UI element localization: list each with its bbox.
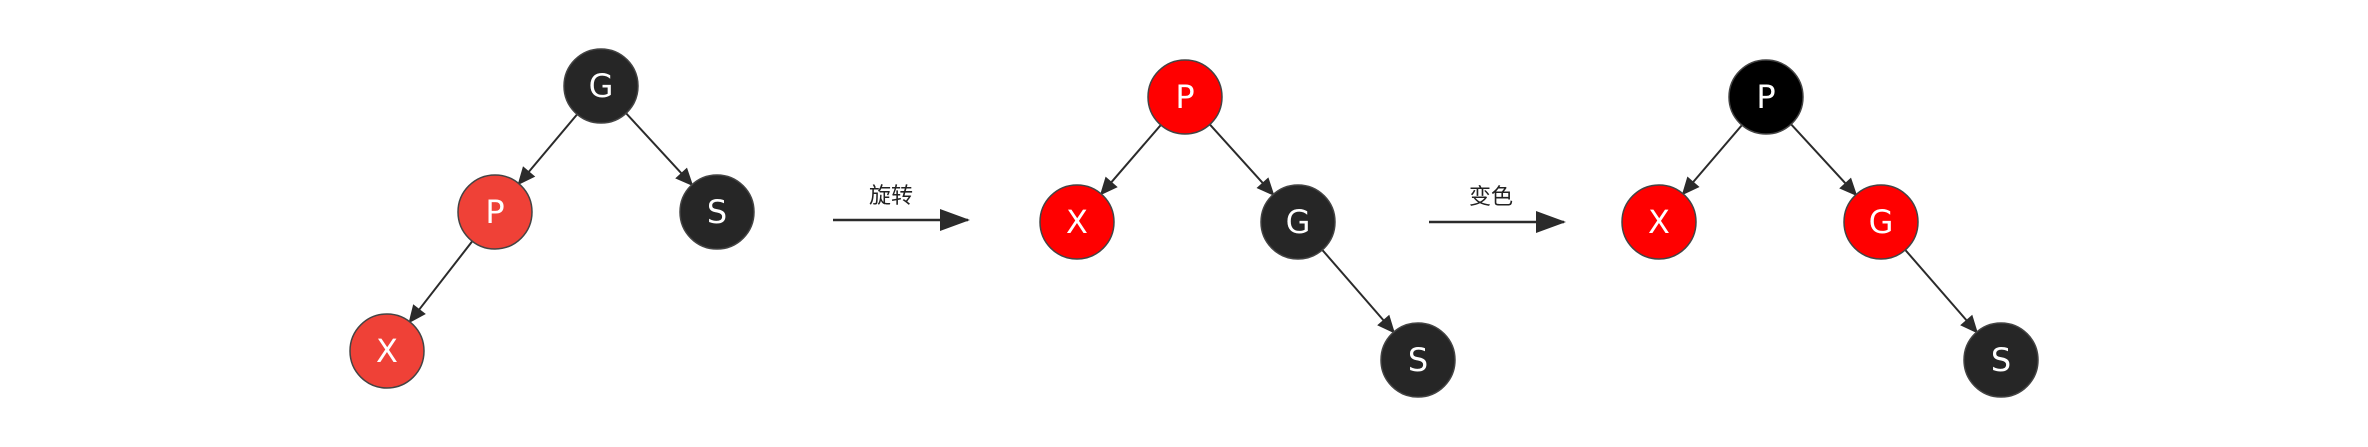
- node-circle: [1963, 322, 2039, 398]
- node-label: X: [1066, 203, 1088, 241]
- node-g: G: [1260, 184, 1336, 260]
- edge-p-x: [1108, 122, 1163, 186]
- node-circle: [1728, 59, 1804, 135]
- node-s: S: [1380, 322, 1456, 398]
- edge-p-x: [1690, 122, 1744, 186]
- recolor-arrowhead-icon: [1536, 211, 1566, 233]
- node-p: P: [457, 174, 533, 250]
- tree-after-recolor: P X G S: [1621, 59, 2039, 398]
- node-label: S: [707, 193, 727, 231]
- edge-g-s: [1320, 247, 1387, 324]
- transition-rotate: 旋转: [833, 184, 970, 231]
- node-label: G: [1869, 203, 1894, 241]
- edge-p-g: [1788, 122, 1849, 187]
- node-x: X: [1039, 184, 1115, 260]
- edge-arrowhead-icon: [675, 167, 694, 187]
- node-s: S: [679, 174, 755, 250]
- node-circle: [1621, 184, 1697, 260]
- tree-after-rotation: P X G S: [1039, 59, 1456, 398]
- node-label: S: [1408, 341, 1428, 379]
- node-circle: [349, 313, 425, 389]
- edge-p-g: [1207, 122, 1266, 187]
- edge-arrowhead-icon: [1960, 314, 1979, 334]
- edge-arrowhead-icon: [1256, 177, 1275, 197]
- node-label: X: [1648, 203, 1670, 241]
- edge-arrowhead-icon: [1099, 176, 1118, 196]
- node-label: P: [1175, 78, 1194, 116]
- node-circle: [1843, 184, 1919, 260]
- edge-arrowhead-icon: [1839, 177, 1858, 197]
- node-x: X: [349, 313, 425, 389]
- node-circle: [1380, 322, 1456, 398]
- node-x: X: [1621, 184, 1697, 260]
- transition-recolor: 变色: [1429, 185, 1566, 233]
- tree-before-rotation: G P S X: [349, 48, 755, 389]
- edge-arrowhead-icon: [517, 166, 536, 186]
- node-label: P: [1756, 78, 1775, 116]
- node-s: S: [1963, 322, 2039, 398]
- node-label: G: [589, 67, 614, 105]
- node-circle: [1147, 59, 1223, 135]
- rotate-label: 旋转: [869, 184, 913, 209]
- rotate-arrowhead-icon: [940, 209, 970, 231]
- node-circle: [563, 48, 639, 124]
- edge-arrowhead-icon: [1681, 176, 1700, 196]
- node-circle: [1039, 184, 1115, 260]
- node-label: S: [1991, 341, 2011, 379]
- node-label: G: [1286, 203, 1311, 241]
- edge-p-x: [416, 239, 475, 313]
- edge-g-s: [1903, 247, 1970, 324]
- edge-g-s: [623, 111, 685, 177]
- node-label: X: [376, 332, 398, 370]
- node-label: P: [485, 193, 504, 231]
- recolor-label: 变色: [1469, 185, 1513, 210]
- node-circle: [679, 174, 755, 250]
- node-p: P: [1147, 59, 1223, 135]
- edge-arrowhead-icon: [408, 304, 426, 324]
- node-p: P: [1728, 59, 1804, 135]
- node-circle: [1260, 184, 1336, 260]
- edge-g-p: [525, 112, 580, 176]
- node-g: G: [1843, 184, 1919, 260]
- node-g: G: [563, 48, 639, 124]
- node-circle: [457, 174, 533, 250]
- edge-arrowhead-icon: [1377, 314, 1396, 334]
